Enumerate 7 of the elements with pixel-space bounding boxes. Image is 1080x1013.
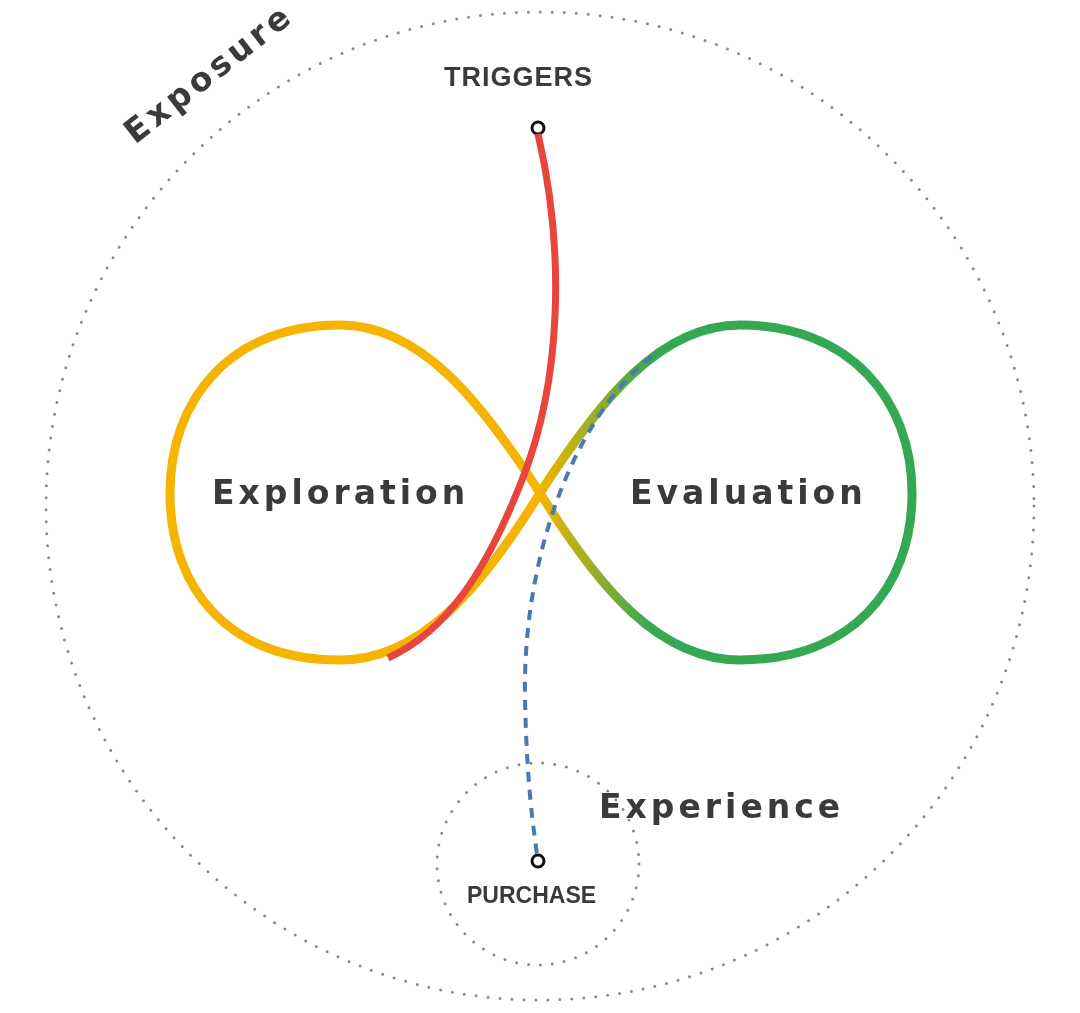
curved-line	[386, 133, 560, 662]
dashed-line	[523, 354, 654, 856]
node-label: Exploration	[212, 473, 470, 512]
node-label: TRIGGERS	[444, 62, 593, 93]
node-label: Experience	[599, 787, 845, 826]
node-label: Evaluation	[630, 473, 867, 512]
node-label: PURCHASE	[467, 882, 597, 909]
